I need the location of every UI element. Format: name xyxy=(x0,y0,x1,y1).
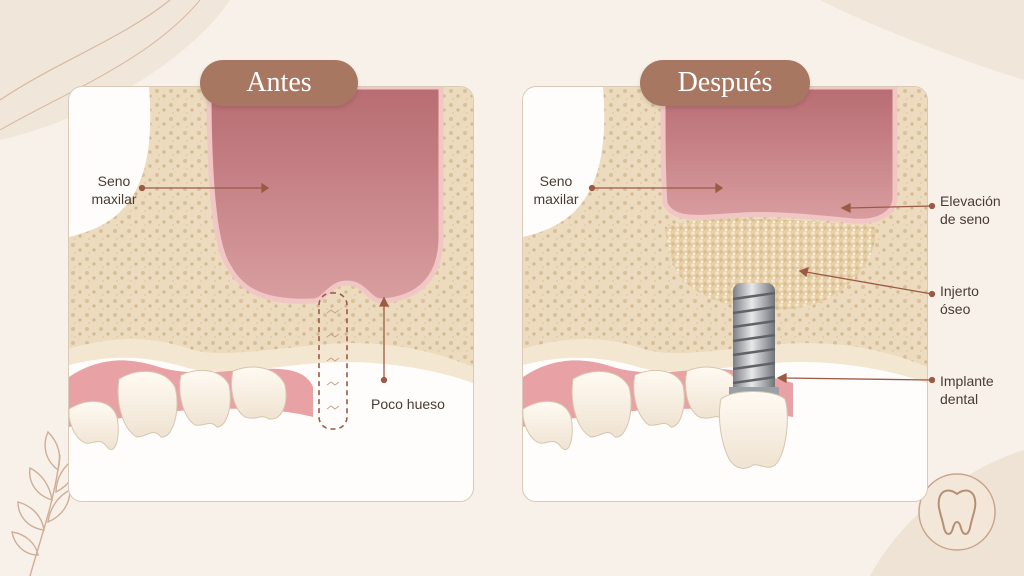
dental-implant-label: Implante dental xyxy=(940,372,994,408)
elevation-line1: Elevación xyxy=(940,193,1001,209)
before-illustration xyxy=(69,87,473,450)
after-title: Después xyxy=(640,60,810,106)
tooth-icon xyxy=(918,473,996,551)
after-sinus-line1: Seno xyxy=(539,173,573,189)
before-panel xyxy=(68,86,474,502)
graft-line1: Injerto xyxy=(940,283,979,299)
dental-implant xyxy=(718,283,788,469)
after-sinus-line2: maxilar xyxy=(533,191,579,207)
implant-line1: Implante xyxy=(940,373,994,389)
after-sinus-label: Seno maxilar xyxy=(528,172,584,208)
before-title: Antes xyxy=(200,60,358,106)
leaf-branch-icon xyxy=(11,430,77,576)
after-panel xyxy=(522,86,928,502)
bone-graft-label: Injerto óseo xyxy=(940,282,979,318)
before-sinus-line2: maxilar xyxy=(91,191,137,207)
graft-line2: óseo xyxy=(940,301,971,317)
after-illustration xyxy=(523,87,927,469)
sinus-elevation-label: Elevación de seno xyxy=(940,192,1001,228)
little-bone-label: Poco hueso xyxy=(371,396,445,412)
before-sinus-line1: Seno xyxy=(97,173,131,189)
before-sinus-label: Seno maxilar xyxy=(86,172,142,208)
implant-line2: dental xyxy=(940,391,979,407)
elevation-line2: de seno xyxy=(940,211,990,227)
